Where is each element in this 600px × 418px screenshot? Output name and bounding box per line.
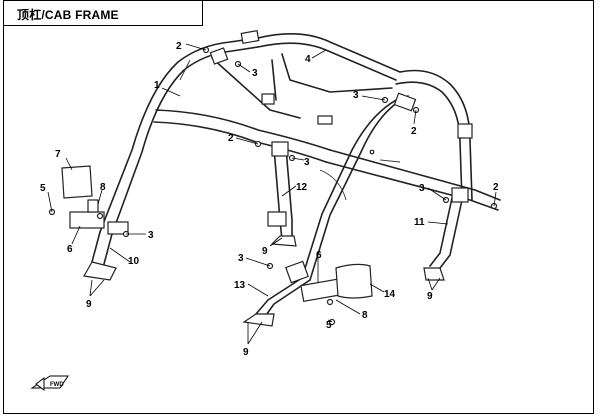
- callout-3: 3: [304, 157, 310, 168]
- callout-labels: 2 3 4 1 3 2 2 3 12 3 2 11 7 5 8 3 6 10 9…: [40, 41, 499, 358]
- callout-11: 11: [414, 217, 425, 228]
- callout-1: 1: [154, 80, 160, 91]
- brackets: [48, 29, 498, 327]
- callout-5: 5: [326, 320, 332, 331]
- callout-9: 9: [243, 347, 249, 358]
- leader-lines: [47, 43, 497, 345]
- callout-9: 9: [427, 291, 433, 302]
- callout-9: 9: [262, 246, 268, 257]
- callout-3: 3: [252, 68, 258, 79]
- callout-14: 14: [384, 289, 396, 300]
- left-mirror: [61, 165, 93, 199]
- callout-2: 2: [493, 182, 499, 193]
- forward-arrow-icon: FWD: [30, 375, 69, 391]
- callout-3: 3: [148, 230, 154, 241]
- callout-5: 5: [40, 183, 46, 194]
- callout-4: 4: [305, 54, 311, 65]
- page-title: 顶杠/CAB FRAME: [17, 8, 119, 22]
- right-mirror: [335, 263, 373, 299]
- callout-13: 13: [234, 280, 246, 291]
- callout-8: 8: [100, 182, 106, 193]
- callout-3: 3: [238, 253, 244, 264]
- callout-12: 12: [296, 182, 308, 193]
- callout-9: 9: [86, 299, 92, 310]
- callout-10: 10: [128, 256, 140, 267]
- title-box: 顶杠/CAB FRAME: [3, 0, 203, 26]
- callout-2: 2: [228, 133, 234, 144]
- callout-6: 6: [67, 244, 73, 255]
- callout-2: 2: [176, 41, 182, 52]
- callout-7: 7: [55, 149, 61, 160]
- callout-3: 3: [419, 183, 425, 194]
- svg-text:FWD: FWD: [50, 382, 64, 388]
- drawing-border: [3, 0, 594, 414]
- callout-3: 3: [353, 90, 359, 101]
- callout-2: 2: [411, 126, 417, 137]
- callout-6: 6: [316, 250, 322, 261]
- callout-8: 8: [362, 310, 368, 321]
